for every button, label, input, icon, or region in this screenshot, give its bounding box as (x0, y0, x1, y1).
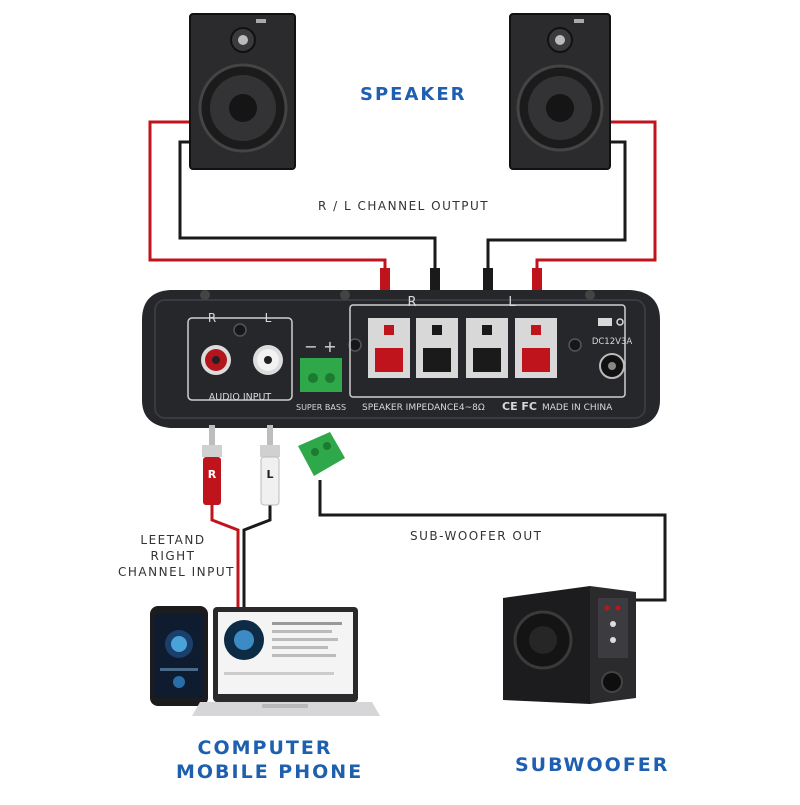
speaker-label: SPEAKER (360, 84, 467, 105)
source-label-line1: COMPUTER (197, 737, 333, 759)
rca-jack-right (201, 345, 231, 375)
rca-plug-l-letter: L (266, 468, 273, 481)
subwoofer-out-label: SUB-WOOFER OUT (410, 529, 543, 543)
input-note: LEETAND RIGHT CHANNEL INPUT (118, 532, 236, 580)
audio-input-l-label: L (265, 311, 272, 325)
rca-plug-r-letter: R (208, 468, 217, 481)
rca-plug-white-icon: L (260, 425, 280, 506)
audio-input-r-label: R (208, 311, 216, 325)
input-wires (210, 480, 667, 610)
audio-input-label: AUDIO INPUT (209, 392, 272, 403)
bookshelf-speaker-icon (509, 13, 611, 170)
speaker-terminal-red (515, 318, 557, 378)
super-bass-terminal (300, 358, 342, 392)
source-label: COMPUTER MOBILE PHONE (176, 736, 364, 784)
input-note-line3: CHANNEL INPUT (118, 565, 236, 579)
laptop-icon (192, 607, 380, 716)
source-label-line2: MOBILE PHONE (176, 761, 364, 783)
amplifier-panel-icon: R L AUDIO INPUT − + SUPER BASS R L SPEAK… (142, 290, 660, 428)
input-note-line1: LEETAND (140, 533, 206, 547)
subwoofer-icon (503, 586, 636, 704)
speaker-terminal-black (416, 318, 458, 378)
dc-power-jack (598, 318, 625, 379)
speaker-terminal-black (466, 318, 508, 378)
output-l-label: L (508, 295, 516, 310)
made-in-label: MADE IN CHINA (542, 403, 613, 413)
rca-plug-red-icon: R (202, 425, 222, 505)
bookshelf-speaker-icon (189, 13, 296, 170)
rca-jack-left (253, 345, 283, 375)
subwoofer-label: SUBWOOFER (515, 754, 670, 776)
certification-label: CE FC (502, 400, 537, 413)
bass-minus-label: − (304, 337, 317, 356)
dc-rating-label: DC12V3A (592, 337, 633, 347)
smartphone-icon (150, 606, 208, 706)
speaker-terminal-red (368, 318, 410, 378)
terminal-plug-icon (298, 432, 345, 476)
output-r-label: R (407, 295, 416, 310)
input-note-line2: RIGHT (150, 549, 196, 563)
channel-output-label: R / L CHANNEL OUTPUT (318, 199, 490, 213)
bass-plus-label: + (323, 337, 336, 356)
super-bass-label: SUPER BASS (296, 403, 346, 412)
impedance-label: SPEAKER IMPEDANCE4~8Ω (362, 403, 485, 413)
